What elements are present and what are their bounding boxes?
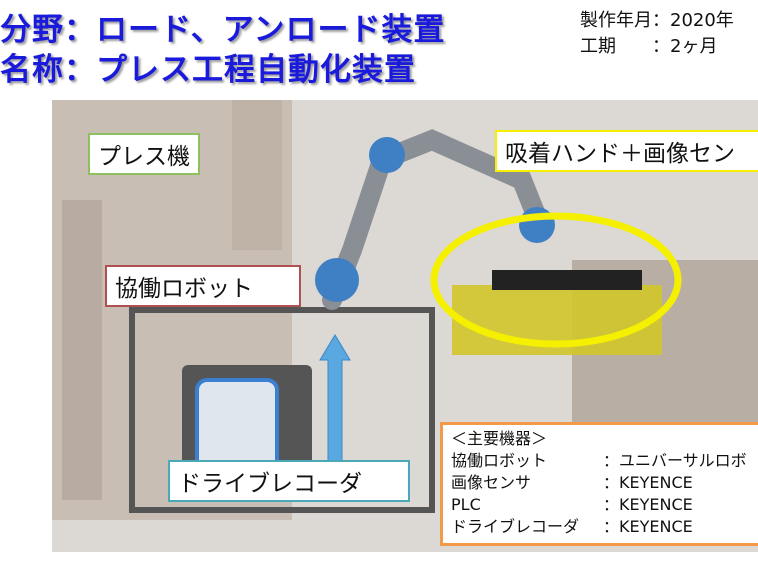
main-equipment-box: ＜主要機器＞ 協働ロボット ：ユニバーサルロボ 画像センサ ：KEYENCE PLC…	[440, 422, 758, 546]
info-value: ：KEYENCE	[603, 517, 693, 536]
info-row: 協働ロボット ：ユニバーサルロボ	[451, 450, 758, 472]
info-key: 画像センサ	[451, 473, 532, 492]
info-key: 協働ロボット	[451, 451, 548, 470]
label-drive-recorder: ドライブレコーダ	[168, 460, 410, 502]
cad-render-image	[52, 100, 758, 552]
label-press-machine: プレス機	[88, 133, 200, 175]
work-period: 工期 ：2ヶ月	[580, 36, 718, 57]
production-date: 製作年月：2020年	[580, 10, 734, 31]
info-title: ＜主要機器＞	[451, 429, 548, 448]
info-value: ：KEYENCE	[603, 495, 693, 514]
title-name: 名称：プレス工程自動化装置	[0, 52, 416, 88]
info-value: ：KEYENCE	[603, 473, 693, 492]
info-row: 画像センサ ：KEYENCE	[451, 472, 758, 494]
info-row: PLC ：KEYENCE	[451, 494, 758, 516]
info-value: ：ユニバーサルロボ	[603, 451, 747, 470]
label-cobot: 協働ロボット	[105, 265, 301, 307]
label-suction-hand-image-sensor: 吸着ハンド＋画像セン	[495, 130, 758, 172]
info-row: ドライブレコーダ ：KEYENCE	[451, 516, 758, 538]
title-field: 分野：ロード、アンロード装置	[0, 12, 446, 48]
info-key: ドライブレコーダ	[451, 517, 580, 536]
info-key: PLC	[451, 495, 481, 514]
